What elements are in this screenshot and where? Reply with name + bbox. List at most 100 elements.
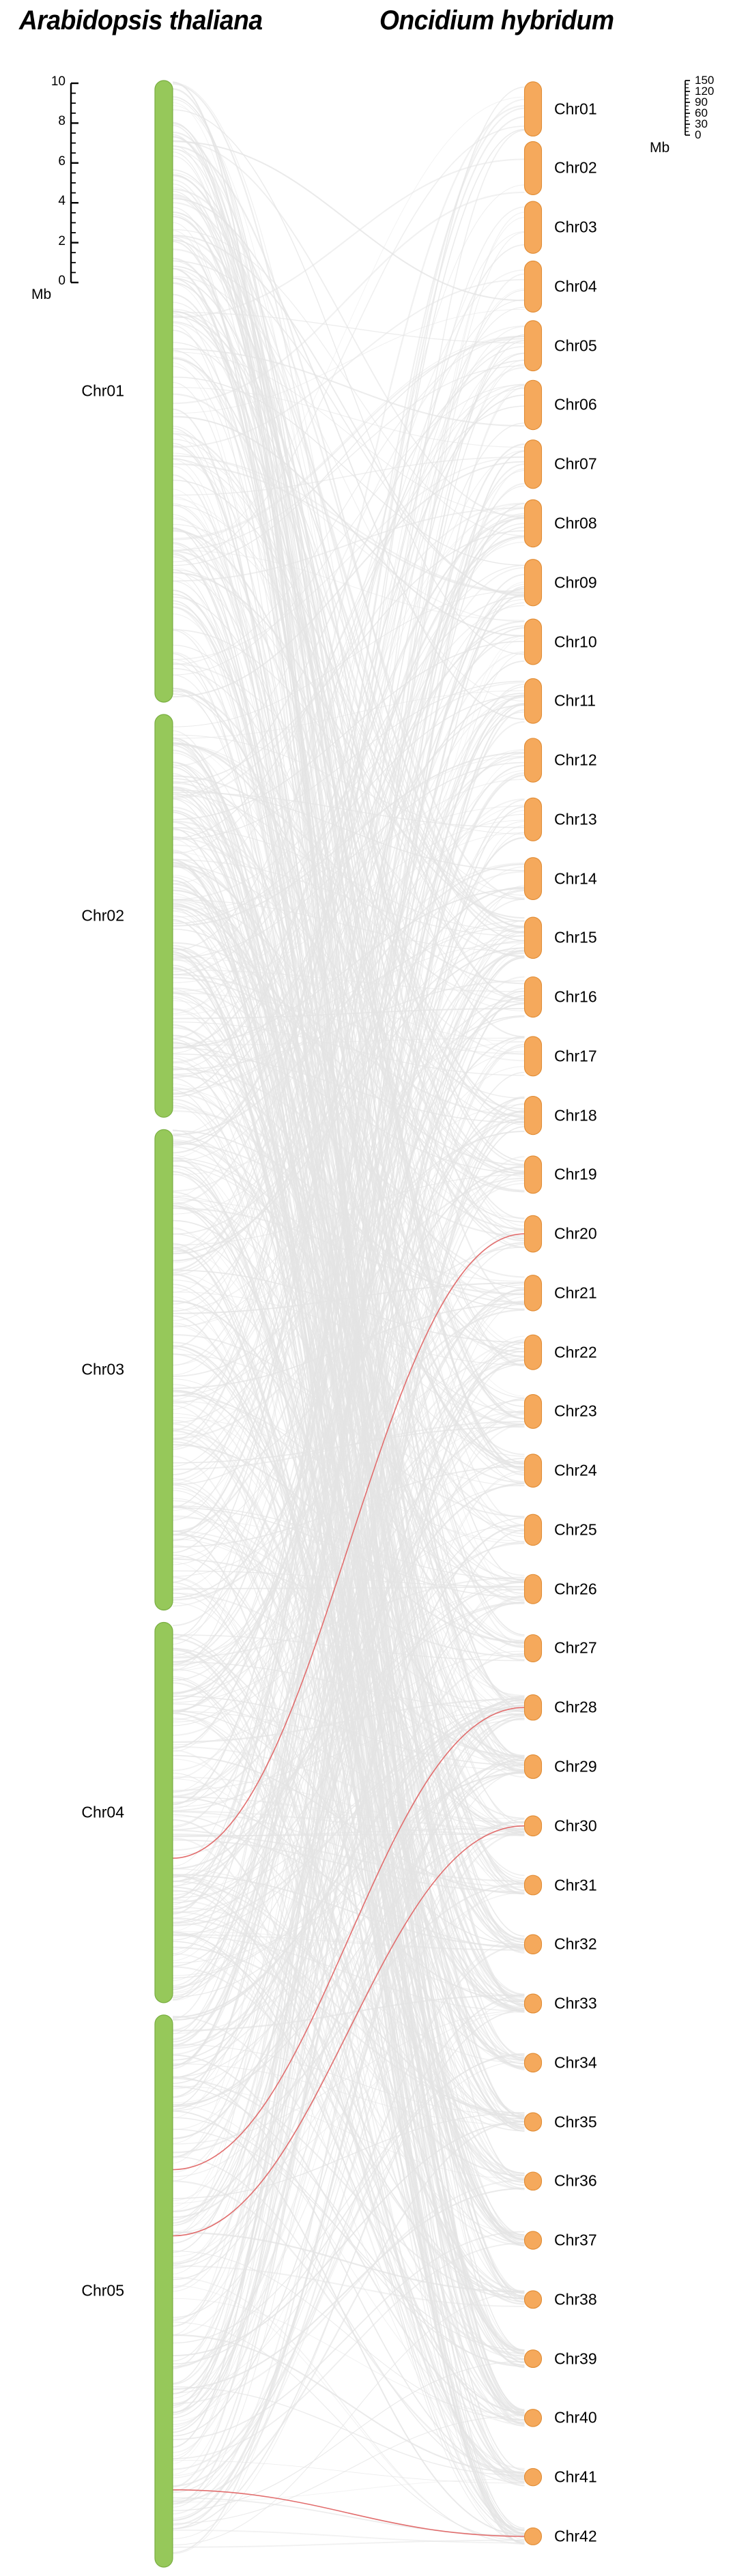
right-chromosome-label-Chr31: Chr31 (554, 1876, 597, 1894)
synteny-link (172, 620, 525, 1144)
right-chromosome-label-Chr06: Chr06 (554, 395, 597, 414)
synteny-link (172, 517, 525, 1050)
synteny-link (172, 951, 525, 2534)
synteny-link (172, 1419, 525, 2123)
synteny-link (172, 899, 525, 952)
synteny-link (172, 1570, 525, 1587)
synteny-link (172, 457, 525, 496)
synteny-link (172, 1288, 525, 2224)
right-chromosome-label-Chr19: Chr19 (554, 1165, 597, 1183)
synteny-link (172, 1765, 525, 2257)
synteny-link (172, 1071, 525, 2226)
right-chromosome-Chr05 (523, 320, 543, 372)
synteny-link (172, 1593, 525, 2292)
synteny-link (172, 1104, 525, 1327)
synteny-link (172, 191, 525, 405)
synteny-link (172, 883, 525, 1773)
right-chromosome-Chr04 (523, 260, 543, 313)
synteny-link (172, 239, 525, 1219)
synteny-link (172, 931, 525, 1828)
right-chromosome-label-Chr10: Chr10 (554, 633, 597, 650)
synteny-link-highlight-Chr05-Chr30 (172, 1825, 525, 2237)
right-chromosome-Chr30 (523, 1815, 543, 1837)
right-chromosome-label-Chr07: Chr07 (554, 454, 597, 473)
right-chromosome-Chr11 (523, 678, 543, 724)
synteny-link (172, 1103, 525, 2399)
synteny-link (172, 1309, 525, 1601)
synteny-link (172, 1718, 525, 2390)
synteny-link (172, 463, 525, 594)
synteny-link (172, 1047, 525, 1174)
synteny-link (172, 351, 525, 516)
right-chromosome-Chr37 (523, 2231, 543, 2250)
synteny-link (172, 859, 525, 937)
synteny-link (172, 564, 525, 1064)
synteny-link (172, 667, 525, 1172)
left-chromosome-Chr01 (154, 80, 173, 703)
synteny-link-highlight-Chr04-Chr20 (172, 1233, 525, 1859)
right-chromosome-label-Chr38: Chr38 (554, 2290, 597, 2309)
synteny-link (172, 1596, 525, 2515)
synteny-link (172, 1126, 525, 2433)
synteny-link (172, 1758, 525, 2437)
synteny-link (172, 1157, 525, 2367)
left-chromosome-Chr03 (154, 1129, 173, 1611)
synteny-link (172, 524, 525, 896)
synteny-link (172, 140, 525, 519)
synteny-link (172, 2009, 525, 2530)
synteny-link (172, 184, 525, 1198)
synteny-link (172, 1300, 525, 1758)
synteny-link (172, 502, 525, 799)
right-chromosome-Chr39 (523, 2349, 543, 2369)
synteny-link (172, 786, 525, 1456)
right-chromosome-label-Chr01: Chr01 (554, 100, 597, 118)
synteny-link (172, 1231, 525, 1950)
right-chromosome-label-Chr09: Chr09 (554, 573, 597, 592)
synteny-link (172, 772, 525, 2031)
synteny-link (172, 1087, 525, 1698)
left-axis-tick-label-10: 10 (51, 74, 66, 89)
synteny-link (172, 1517, 525, 1591)
right-chromosome-Chr23 (523, 1393, 543, 1429)
synteny-link (172, 629, 525, 900)
synteny-link (172, 1576, 525, 1659)
synteny-link (172, 321, 525, 1166)
right-chromosome-Chr19 (523, 1155, 543, 1194)
right-chromosome-label-Chr32: Chr32 (554, 1935, 597, 1953)
right-chromosome-label-Chr33: Chr33 (554, 1994, 597, 2012)
synteny-link (172, 599, 525, 1312)
synteny-link (172, 1350, 525, 2110)
synteny-link (172, 918, 525, 2369)
synteny-link (172, 663, 525, 957)
synteny-link (172, 217, 525, 2164)
synteny-link (172, 1410, 525, 2427)
synteny-link (172, 992, 525, 1055)
right-chromosome-label-Chr11: Chr11 (554, 691, 596, 710)
synteny-link (172, 1586, 525, 1590)
synteny-link (172, 362, 525, 2479)
synteny-link (172, 2112, 525, 2199)
left-species-title: Arabidopsis thaliana (19, 5, 263, 35)
synteny-link (172, 193, 525, 1419)
synteny-link (172, 504, 525, 1949)
synteny-link (172, 336, 525, 566)
right-chromosome-Chr28 (523, 1694, 543, 1721)
synteny-link (172, 805, 525, 911)
synteny-link (172, 1041, 525, 1950)
synteny-link (172, 1577, 525, 2411)
right-chromosome-Chr42 (523, 2527, 543, 2545)
right-chromosome-Chr21 (523, 1275, 543, 1312)
synteny-link (172, 1682, 525, 2292)
synteny-link (172, 2179, 525, 2405)
right-chromosome-label-Chr23: Chr23 (554, 1402, 597, 1420)
synteny-link (172, 1346, 525, 2064)
synteny-link (172, 1538, 525, 1766)
synteny-link (172, 201, 525, 1002)
synteny-link (172, 1046, 525, 1993)
synteny-link (172, 1831, 525, 2526)
synteny-link (172, 2086, 525, 2367)
synteny-link (172, 893, 525, 2013)
synteny-link (172, 340, 525, 1956)
right-chromosome-label-Chr34: Chr34 (554, 2053, 597, 2072)
synteny-link (172, 302, 525, 1543)
